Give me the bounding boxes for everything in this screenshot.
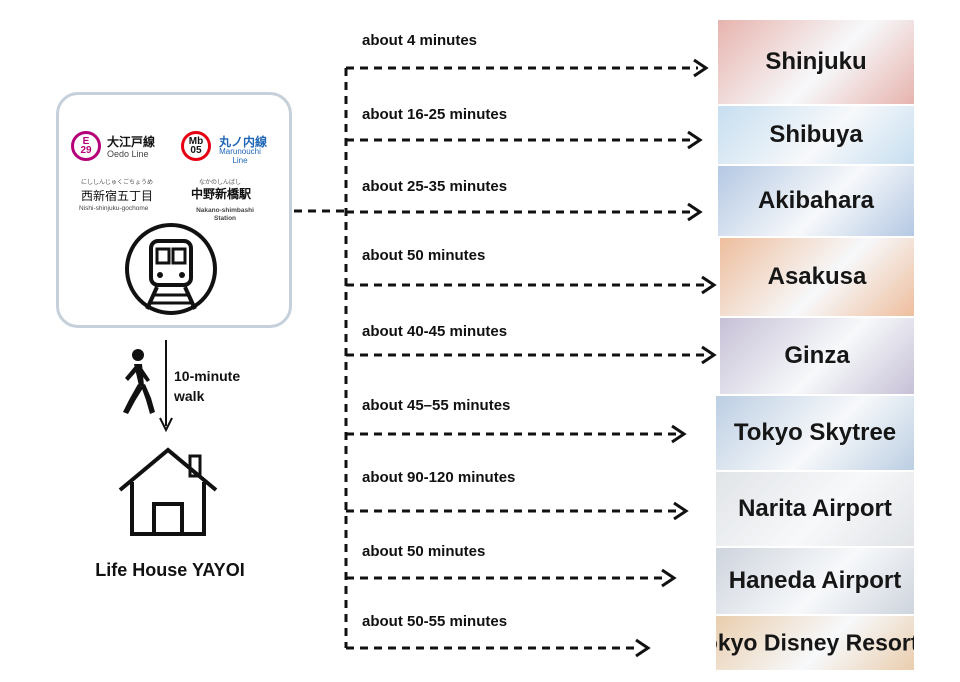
train-icon xyxy=(125,223,217,315)
oedo-badge-number: 29 xyxy=(80,145,92,156)
destination-tile: Tokyo Skytree xyxy=(716,396,914,470)
house-icon xyxy=(118,447,218,536)
route-time-label: about 50-55 minutes xyxy=(362,613,508,630)
route-arrowhead xyxy=(701,275,717,295)
destination-name: Tokyo Skytree xyxy=(733,419,897,446)
destination-name: Haneda Airport xyxy=(728,567,902,594)
destination-name: Ginza xyxy=(784,342,850,369)
destination-name: Narita Airport xyxy=(738,495,892,522)
marunouchi-line-name-jp: 丸ノ内線 xyxy=(219,135,268,149)
home-name: Life House YAYOI xyxy=(95,560,245,580)
route-time-label: about 40-45 minutes xyxy=(362,323,508,340)
station1-name-en: Nishi-shinjuku-gochome xyxy=(79,205,149,212)
station2-kana: なかのしんばし xyxy=(199,180,242,186)
route-arrowhead xyxy=(693,58,709,78)
destination-tile: Tokyo Disney Resort xyxy=(716,616,914,670)
station-card: E 29 大江戸線 Oedo Line Mb 05 丸ノ内線 Marunouch… xyxy=(56,92,292,328)
route-arrowhead xyxy=(671,424,687,444)
route-arrowhead xyxy=(701,345,717,365)
destination-tile: Ginza xyxy=(720,318,914,394)
route-time-label: about 50 minutes xyxy=(362,247,486,264)
station2-name-en: Nakano-shimbashi Station xyxy=(196,207,254,222)
walking-person-icon xyxy=(123,349,155,414)
marunouchi-line-name-en: Marunouchi Line xyxy=(219,147,261,165)
oedo-badge-letter: E xyxy=(82,136,90,147)
destination-tile: Haneda Airport xyxy=(716,548,914,614)
station1-name-jp: 西新宿五丁目 xyxy=(81,189,154,203)
marunouchi-badge-number: 05 xyxy=(190,145,202,156)
destination-tile: Asakusa xyxy=(720,238,914,316)
station1-kana: にししんじゅくごちょうめ xyxy=(81,180,154,186)
marunouchi-badge-letter: Mb xyxy=(188,136,204,147)
route-time-label: about 45–55 minutes xyxy=(362,397,511,414)
route-arrowhead xyxy=(687,202,703,222)
destination-name: Tokyo Disney Resort xyxy=(716,629,914,656)
route-arrowhead xyxy=(635,638,651,658)
destination-name: Asakusa xyxy=(767,263,867,290)
oedo-line-name-jp: 大江戸線 xyxy=(107,135,156,149)
destination-tile: Akibahara xyxy=(718,166,914,236)
destination-tile: Shibuya xyxy=(718,106,914,164)
route-arrowhead xyxy=(673,501,689,521)
destination-name: Shibuya xyxy=(769,121,863,148)
route-time-label: about 4 minutes xyxy=(362,32,478,49)
walk-duration-label: 10-minute walk xyxy=(174,368,241,404)
route-time-label: about 16-25 minutes xyxy=(362,106,508,123)
marunouchi-line-badge: Mb 05 xyxy=(181,131,211,161)
route-time-label: about 25-35 minutes xyxy=(362,178,508,195)
route-time-label: about 90-120 minutes xyxy=(362,469,516,486)
route-arrowhead xyxy=(661,568,677,588)
route-arrowhead xyxy=(687,130,703,150)
destination-tile: Shinjuku xyxy=(718,20,914,104)
oedo-line-name-en: Oedo Line xyxy=(107,149,149,159)
destination-name: Akibahara xyxy=(757,187,875,214)
route-time-label: about 50 minutes xyxy=(362,543,486,560)
station2-name-jp: 中野新橋駅 xyxy=(191,187,252,201)
oedo-line-badge: E 29 xyxy=(71,131,101,161)
destination-name: Shinjuku xyxy=(765,48,867,75)
destination-tile: Narita Airport xyxy=(716,472,914,546)
walk-down-arrow xyxy=(159,340,173,432)
